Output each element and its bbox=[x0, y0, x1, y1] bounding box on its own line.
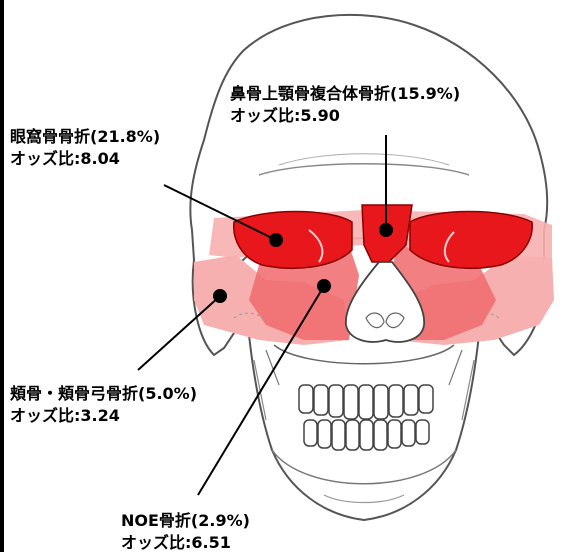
label-noe-odds: オッズ比:6.51 bbox=[121, 532, 250, 552]
lower-teeth bbox=[304, 420, 429, 450]
left-orbit bbox=[234, 212, 352, 269]
label-orbital-odds: オッズ比:8.04 bbox=[10, 148, 160, 170]
label-orbital: 眼窩骨骨折(21.8%) オッズ比:8.04 bbox=[10, 126, 160, 170]
label-nasomaxillary: 鼻骨上顎骨複合体骨折(15.9%) オッズ比:5.90 bbox=[230, 83, 460, 127]
marker-nasomaxillary bbox=[379, 223, 393, 237]
marker-orbital bbox=[269, 233, 283, 247]
marker-noe bbox=[317, 279, 331, 293]
label-zygomatic: 頬骨・頬骨弓骨折(5.0%) オッズ比:3.24 bbox=[10, 383, 197, 427]
label-orbital-name: 眼窩骨骨折(21.8%) bbox=[10, 126, 160, 148]
label-zygomatic-odds: オッズ比:3.24 bbox=[10, 405, 197, 427]
label-nasomaxillary-odds: オッズ比:5.90 bbox=[230, 105, 460, 127]
skull-diagram: 鼻骨上顎骨複合体骨折(15.9%) オッズ比:5.90 眼窩骨骨折(21.8%)… bbox=[4, 0, 565, 552]
label-nasomaxillary-name: 鼻骨上顎骨複合体骨折(15.9%) bbox=[230, 83, 460, 105]
label-noe-name: NOE骨折(2.9%) bbox=[121, 510, 250, 532]
label-noe: NOE骨折(2.9%) オッズ比:6.51 bbox=[121, 510, 250, 552]
label-zygomatic-name: 頬骨・頬骨弓骨折(5.0%) bbox=[10, 383, 197, 405]
upper-teeth bbox=[299, 385, 433, 419]
marker-zygomatic bbox=[213, 289, 227, 303]
